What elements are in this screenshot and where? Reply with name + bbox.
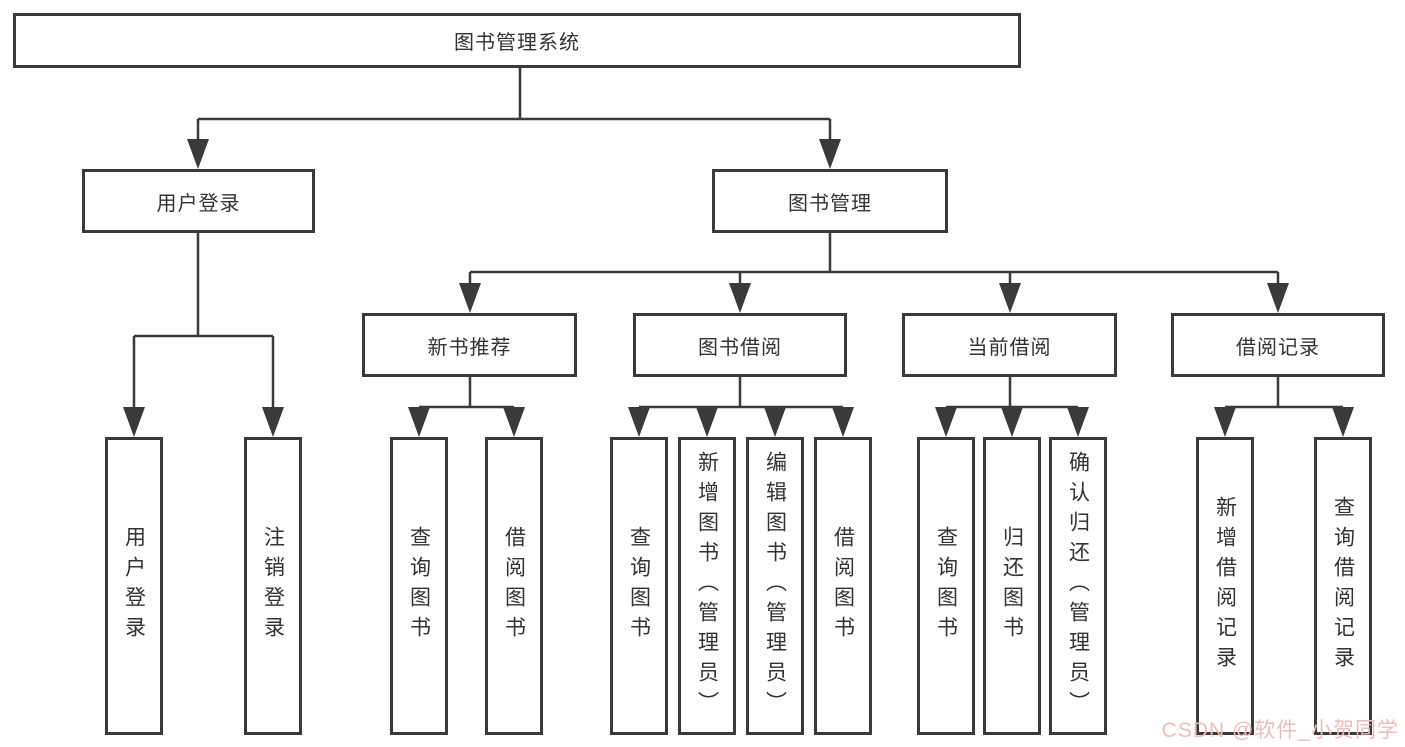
connector-current-borrow-subtree bbox=[946, 377, 1078, 409]
leaf-confirm-return-admin: 确认归还（管理员） bbox=[1049, 437, 1107, 735]
node-root-label: 图书管理系统 bbox=[454, 32, 580, 54]
leaf-query-book-borrow: 查询图书 bbox=[610, 437, 668, 735]
connector-root-stem bbox=[196, 68, 832, 141]
leaf-add-borrow-record: 新增借阅记录 bbox=[1196, 437, 1254, 735]
connector-new-book-subtree bbox=[419, 377, 514, 409]
leaf-query-borrow-record: 查询借阅记录 bbox=[1314, 437, 1372, 735]
node-current-borrow: 当前借阅 bbox=[902, 313, 1117, 377]
arrowhead-icon bbox=[729, 283, 751, 313]
arrowhead-icon bbox=[187, 139, 209, 169]
leaf-query-book-recommend: 查询图书 bbox=[390, 437, 448, 735]
connector-borrow-records-subtree bbox=[1225, 377, 1343, 409]
arrowhead-icon bbox=[832, 407, 854, 437]
node-user-login: 用户登录 bbox=[82, 169, 315, 233]
node-current-borrow-label: 当前借阅 bbox=[967, 336, 1052, 359]
arrowhead-icon bbox=[262, 407, 284, 437]
csdn-watermark: CSDN @软件_小贺同学 bbox=[1161, 719, 1399, 742]
leaf-edit-book-admin: 编辑图书（管理员） bbox=[746, 437, 804, 735]
arrowhead-icon bbox=[1001, 407, 1023, 437]
node-book-management-label: 图书管理 bbox=[788, 192, 872, 215]
arrowhead-icon bbox=[999, 283, 1021, 313]
node-new-book-recommend-label: 新书推荐 bbox=[427, 336, 512, 359]
leaf-return-book: 归还图书 bbox=[983, 437, 1041, 735]
leaf-add-book-admin: 新增图书（管理员） bbox=[678, 437, 736, 735]
arrowhead-icon bbox=[628, 407, 650, 437]
leaf-logout: 注销登录 bbox=[244, 437, 302, 735]
arrowhead-icon bbox=[503, 407, 525, 437]
leaf-user-login: 用户登录 bbox=[105, 437, 163, 735]
node-user-login-label: 用户登录 bbox=[156, 192, 241, 215]
arrowhead-icon bbox=[935, 407, 957, 437]
arrowhead-icon bbox=[1214, 407, 1236, 437]
arrowhead-icon bbox=[1332, 407, 1354, 437]
connector-book-management-subtree bbox=[468, 233, 1280, 285]
arrowhead-icon bbox=[764, 407, 786, 437]
node-new-book-recommend: 新书推荐 bbox=[362, 313, 577, 377]
arrowhead-icon bbox=[696, 407, 718, 437]
leaf-query-book-current: 查询图书 bbox=[917, 437, 975, 735]
arrowhead-icon bbox=[1267, 283, 1289, 313]
arrowhead-icon bbox=[123, 407, 145, 437]
node-book-borrow-label: 图书借阅 bbox=[698, 336, 782, 359]
node-book-borrow: 图书借阅 bbox=[633, 313, 847, 377]
node-borrow-records: 借阅记录 bbox=[1171, 313, 1385, 377]
arrowhead-icon bbox=[459, 283, 481, 313]
leaf-borrow-book-recommend: 借阅图书 bbox=[485, 437, 543, 735]
node-root: 图书管理系统 bbox=[13, 13, 1021, 68]
arrowhead-icon bbox=[819, 139, 841, 169]
node-book-management: 图书管理 bbox=[712, 169, 948, 233]
leaf-borrow-book: 借阅图书 bbox=[814, 437, 872, 735]
arrowhead-icon bbox=[1067, 407, 1089, 437]
arrowhead-icon bbox=[408, 407, 430, 437]
connector-user-login-subtree bbox=[132, 233, 275, 409]
connector-book-borrow-subtree bbox=[639, 377, 843, 409]
node-borrow-records-label: 借阅记录 bbox=[1236, 336, 1320, 359]
